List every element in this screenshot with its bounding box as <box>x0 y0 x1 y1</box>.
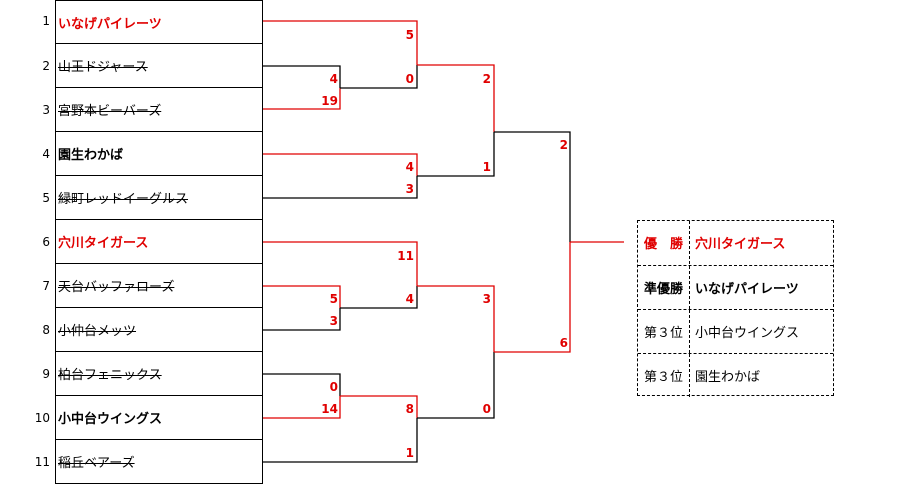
team-name: 緑町レッドイーグルス <box>58 192 189 207</box>
seed-number: 3 <box>42 103 50 117</box>
result-label: 優 勝 <box>638 221 690 264</box>
seed-number: 1 <box>42 14 50 28</box>
team-cell: 稲丘ベアーズ <box>55 440 263 484</box>
team-cell: 園生わかば <box>55 132 263 176</box>
result-team: 穴川タイガース <box>695 237 786 252</box>
match-score: 5 <box>405 28 414 42</box>
match-score: 3 <box>405 182 414 196</box>
team-name: 稲丘ベアーズ <box>58 456 135 471</box>
match-score: 0 <box>482 402 491 416</box>
result-row-runner-up: 準優勝 いなげパイレーツ <box>638 265 833 309</box>
seed-number: 8 <box>42 323 50 337</box>
result-label: 第３位 <box>638 310 690 353</box>
result-label: 準優勝 <box>638 266 690 309</box>
seed-number: 10 <box>34 411 50 425</box>
result-label: 第３位 <box>638 354 690 397</box>
match-score: 0 <box>405 72 414 86</box>
match-score: 8 <box>405 402 414 416</box>
seed-number: 4 <box>42 147 50 161</box>
team-cell: 小仲台メッツ <box>55 308 263 352</box>
seed-number: 2 <box>42 59 50 73</box>
team-name: 穴川タイガース <box>58 236 149 251</box>
result-row-third: 第３位 小中台ウイングス <box>638 309 833 353</box>
team-cell: いなげパイレーツ <box>55 0 263 44</box>
match-score: 4 <box>405 292 414 306</box>
team-cell: 緑町レッドイーグルス <box>55 176 263 220</box>
match-score: 4 <box>329 72 338 86</box>
result-row-champion: 優 勝 穴川タイガース <box>638 221 833 265</box>
team-cell: 柏台フェニックス <box>55 352 263 396</box>
team-cell: 小中台ウイングス <box>55 396 263 440</box>
results-table: 優 勝 穴川タイガース 準優勝 いなげパイレーツ 第３位 小中台ウイングス 第３… <box>637 220 834 397</box>
team-name: 柏台フェニックス <box>58 368 162 383</box>
match-score: 5 <box>329 292 338 306</box>
team-name: 天台バッファローズ <box>58 280 175 295</box>
match-score: 3 <box>329 314 338 328</box>
match-score: 6 <box>559 336 568 350</box>
match-score: 2 <box>559 138 568 152</box>
team-name: 山王ドジャース <box>58 60 148 75</box>
match-score: 4 <box>405 160 414 174</box>
team-name: いなげパイレーツ <box>58 16 162 32</box>
result-team: 小中台ウイングス <box>695 326 800 341</box>
seed-number: 6 <box>42 235 50 249</box>
team-cell: 天台バッファローズ <box>55 264 263 308</box>
seed-number: 5 <box>42 191 50 205</box>
match-score: 2 <box>482 72 491 86</box>
match-score: 1 <box>405 446 414 460</box>
match-score: 3 <box>482 292 491 306</box>
team-name: 宮野本ビーバーズ <box>58 104 162 119</box>
seed-number: 11 <box>34 455 50 469</box>
match-score: 1 <box>482 160 491 174</box>
team-name: 小仲台メッツ <box>58 324 137 339</box>
seed-number: 7 <box>42 279 50 293</box>
team-name: 小中台ウイングス <box>58 412 163 427</box>
result-team: いなげパイレーツ <box>695 282 799 297</box>
match-score: 19 <box>321 94 338 108</box>
team-cell: 山王ドジャース <box>55 44 263 88</box>
team-cell: 穴川タイガース <box>55 220 263 264</box>
match-score: 14 <box>321 402 338 416</box>
match-score: 11 <box>397 249 414 263</box>
seed-number: 9 <box>42 367 50 381</box>
team-cell: 宮野本ビーバーズ <box>55 88 263 132</box>
match-score: 0 <box>329 380 338 394</box>
result-team: 園生わかば <box>695 370 761 385</box>
result-row-third: 第３位 園生わかば <box>638 353 833 397</box>
team-name: 園生わかば <box>58 148 124 163</box>
